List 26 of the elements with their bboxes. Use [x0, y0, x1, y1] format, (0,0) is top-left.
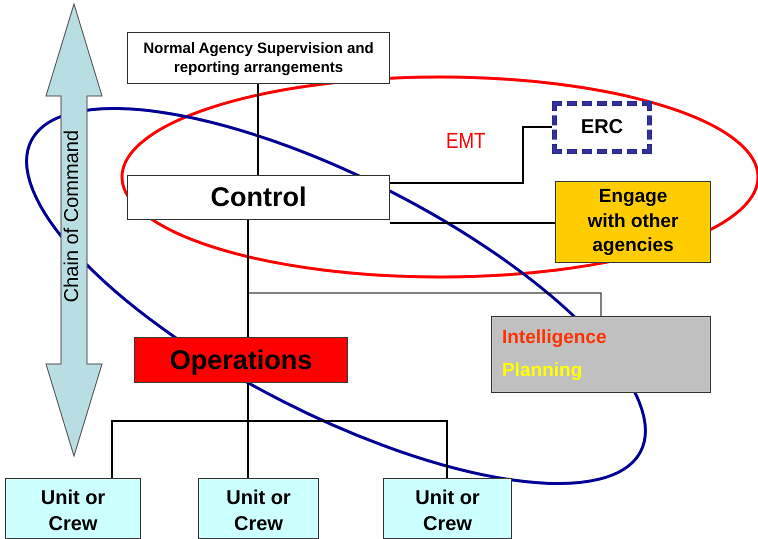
process-box [198, 478, 319, 539]
process-box [552, 101, 652, 154]
box-label: Unit or Crew [40, 486, 106, 537]
box-label: ERC [580, 116, 624, 139]
process-box [5, 478, 141, 539]
process-box [383, 478, 512, 539]
box-label: Control [210, 182, 306, 213]
process-box [134, 337, 348, 383]
box-label: Engage with other agencies [586, 184, 680, 258]
process-box [127, 175, 390, 220]
process-box [127, 32, 390, 84]
box-label: Unit or Crew [225, 486, 292, 537]
connector-line [247, 383, 448, 478]
connector-line [390, 126, 552, 184]
box-item: Planning [502, 360, 582, 382]
connector-line [390, 222, 555, 224]
connector-line [247, 220, 249, 337]
box-label: Unit or Crew [414, 486, 481, 537]
process-box [555, 181, 711, 263]
box-label: Operations [170, 344, 312, 376]
process-box [491, 316, 711, 393]
connector-line [257, 84, 259, 175]
box-item: Intelligence [502, 326, 607, 349]
box-label: Normal Agency Supervision and reporting arrangements [142, 38, 375, 78]
arrow-label: Chain of Command [62, 130, 82, 302]
group-label: EMT [446, 128, 486, 154]
